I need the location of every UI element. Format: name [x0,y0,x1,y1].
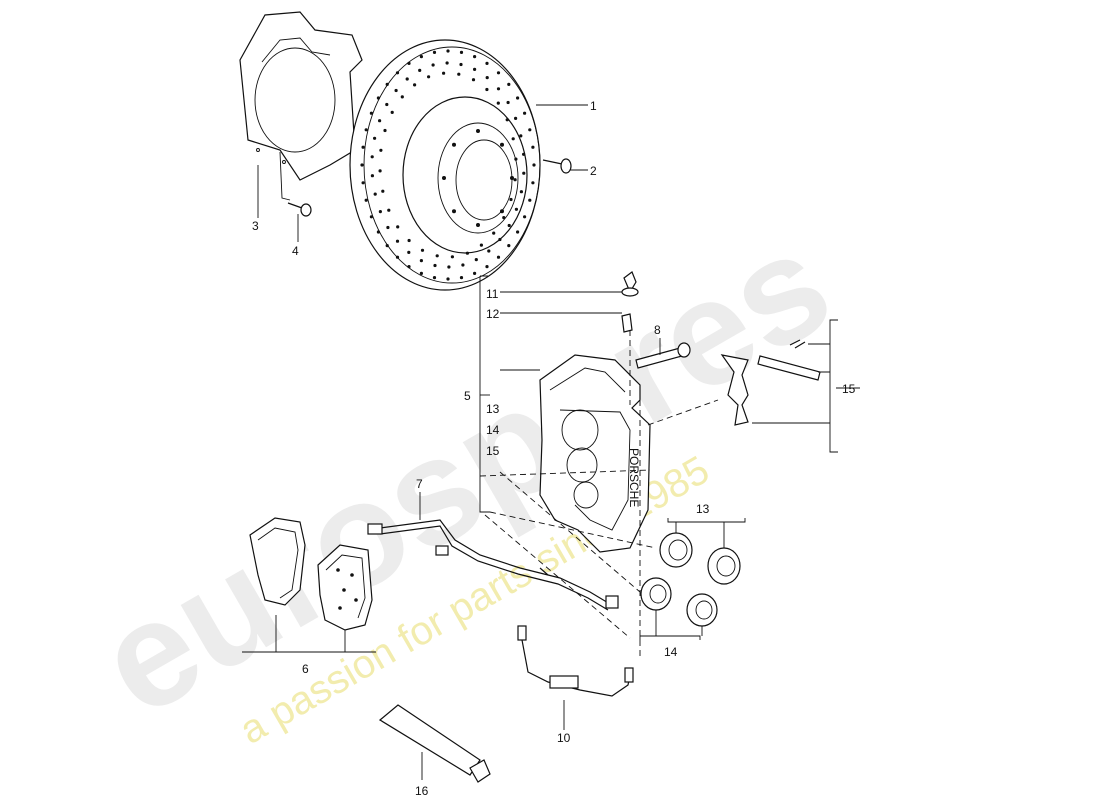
disc-cross-drill-holes [360,49,536,281]
callout-6: 6 [302,662,309,676]
callout-1: 1 [590,99,597,113]
shield-bolt [287,202,312,217]
pad-retaining-kit [720,339,821,426]
brake-caliper: PORSCHE [539,354,651,553]
grease-tube [378,704,491,783]
callout-8: 8 [654,323,661,337]
caliper-bolt [635,342,691,369]
callouts: 1 2 3 4 5 6 7 8 10 11 12 13 14 15 13 14 … [252,99,856,798]
brake-pads [249,517,373,631]
brake-dust-shield [239,11,363,181]
disc-hub-bolt-holes [442,129,514,227]
callout-7: 7 [416,477,423,491]
pad-wear-sensor [367,519,619,611]
callout-15-caliper: 15 [486,444,500,458]
callout-13-caliper: 13 [486,402,500,416]
callout-15-kit: 15 [842,382,856,396]
caliper-brand-label: PORSCHE [627,448,641,507]
callout-5: 5 [464,389,471,403]
callout-14-seals: 14 [664,645,678,659]
disc-screw [542,158,572,174]
pad-backing-dots [336,568,358,610]
callout-4: 4 [292,244,299,258]
callout-2: 2 [590,164,597,178]
leader-lines [242,104,860,780]
callout-14-caliper: 14 [486,423,500,437]
callout-12: 12 [486,307,500,321]
callout-10: 10 [557,731,571,745]
callout-11: 11 [486,287,499,301]
callout-3: 3 [252,219,259,233]
callout-16: 16 [415,784,429,798]
bleed-valve [621,271,639,333]
brake-hose [517,625,634,697]
brake-disc [349,39,541,291]
callout-13-seals: 13 [696,502,710,516]
